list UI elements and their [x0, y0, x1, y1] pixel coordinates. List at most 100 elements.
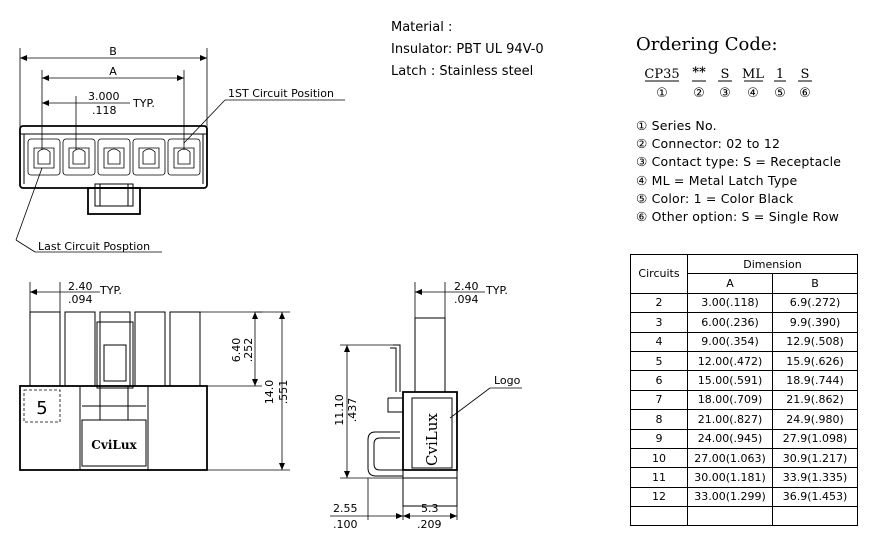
- top-view: B A 3.000 .118 TYP.: [15, 45, 345, 253]
- legend-connector: ② Connector: 02 to 12: [636, 136, 781, 152]
- side-height-in: .437: [346, 398, 359, 423]
- code-part-latch: ML: [742, 67, 764, 82]
- material-latch: Latch : Stainless steel: [391, 64, 533, 79]
- cell-b: 21.9(.862): [772, 389, 858, 411]
- cell-a: 24.00(.945): [687, 428, 773, 449]
- cell-a: 33.00(1.299): [687, 486, 773, 508]
- cell-b: 18.9(.744): [772, 370, 858, 391]
- circuit-number-mark: 5: [36, 398, 47, 419]
- front-dim2-mm: 14.0: [263, 380, 276, 405]
- cell-circuits: 10: [630, 447, 688, 469]
- legend-series: ① Series No.: [636, 118, 717, 133]
- legend-contact: ③ Contact type: S = Receptacle: [636, 154, 842, 170]
- cell-b: [772, 506, 858, 527]
- ordering-code: CP35 ** S ML 1 S ① ② ③ ④ ⑤ ⑥: [644, 65, 812, 101]
- legend-option: ⑥ Other option: S = Single Row: [636, 209, 840, 225]
- pitch-mm: 3.000: [88, 90, 120, 103]
- side-top-in: .094: [454, 293, 479, 306]
- code-part-series: CP35: [644, 67, 679, 82]
- front-pitch-in: .094: [68, 293, 93, 306]
- code-part-connector: **: [692, 65, 706, 80]
- pitch-in: .118: [92, 104, 117, 117]
- cell-circuits: 4: [630, 331, 688, 352]
- cell-b: 27.9(1.098): [772, 428, 858, 449]
- side-height-mm: 11.10: [333, 394, 346, 426]
- material-label: Material :: [391, 20, 452, 35]
- front-view: 2.40 .094 TYP. 5 CviLux: [19, 280, 290, 471]
- header-b: B: [772, 273, 858, 294]
- code-num-4: ④: [747, 86, 759, 101]
- cell-circuits: 9: [630, 428, 688, 449]
- side-bottom1-in: .100: [333, 518, 358, 531]
- material-insulator: Insulator: PBT UL 94V-0: [391, 42, 544, 57]
- ordering-title: Ordering Code:: [636, 34, 778, 55]
- cell-circuits: 5: [630, 350, 688, 372]
- cell-a: 27.00(1.063): [687, 447, 773, 469]
- side-top-mm: 2.40: [454, 280, 479, 293]
- first-circuit-label: 1ST Circuit Position: [228, 87, 334, 100]
- side-logo: CviLux: [423, 413, 441, 466]
- cell-b: 9.9(.390): [772, 312, 858, 333]
- dim-b-label: B: [109, 45, 117, 58]
- dim-a-label: A: [109, 65, 117, 78]
- header-dimension: Dimension: [687, 253, 858, 275]
- code-num-2: ②: [693, 86, 705, 101]
- front-dim1-in: .252: [242, 338, 255, 363]
- side-bottom2-mm: 5.3: [421, 502, 439, 515]
- front-pitch-mm: 2.40: [68, 280, 93, 293]
- cell-b: 6.9(.272): [772, 292, 858, 314]
- header-circuits: Circuits: [630, 254, 688, 294]
- header-a: A: [687, 273, 773, 294]
- cell-b: 15.9(.626): [772, 350, 858, 372]
- side-bottom1-mm: 2.55: [333, 502, 358, 515]
- cell-a: 18.00(.709): [687, 389, 773, 411]
- cell-a: [687, 506, 773, 527]
- side-top-typ: TYP.: [485, 284, 508, 297]
- cell-b: 33.9(1.335): [772, 467, 858, 488]
- legend-color: ⑤ Color: 1 = Color Black: [636, 190, 794, 206]
- cell-a: 15.00(.591): [687, 370, 773, 391]
- code-num-1: ①: [656, 86, 668, 101]
- side-bottom2-in: .209: [417, 518, 442, 531]
- cell-b: 36.9(1.453): [772, 486, 858, 508]
- code-part-option: S: [801, 67, 810, 82]
- code-part-contact: S: [721, 67, 730, 82]
- cell-a: 30.00(1.181): [687, 467, 773, 488]
- cell-a: 12.00(.472): [687, 350, 773, 372]
- cell-a: 6.00(.236): [687, 312, 773, 333]
- front-dim1-mm: 6.40: [230, 338, 243, 363]
- code-num-3: ③: [719, 86, 731, 101]
- cell-b: 12.9(.508): [772, 331, 858, 352]
- ordering-code-panel: Ordering Code: ① Series No. ② Connector:…: [636, 34, 876, 226]
- cell-a: 21.00(.827): [687, 409, 773, 430]
- cell-circuits: 12: [630, 486, 688, 508]
- table-row: [630, 506, 858, 527]
- cell-circuits: 6: [630, 370, 688, 391]
- legend-latch: ④ ML = Metal Latch Type: [636, 172, 798, 188]
- front-logo: CviLux: [91, 438, 137, 452]
- front-pitch-typ: TYP.: [99, 284, 122, 297]
- pitch-typ: TYP.: [132, 97, 155, 110]
- last-circuit-label: Last Circuit Posption: [38, 240, 150, 253]
- cell-circuits: [630, 506, 688, 527]
- cell-a: 9.00(.354): [687, 331, 773, 352]
- side-view: 2.40 .094 TYP. CviLux Logo 11.10 .437: [330, 280, 522, 531]
- code-part-color: 1: [776, 67, 784, 82]
- cell-circuits: 3: [630, 312, 688, 333]
- code-num-6: ⑥: [799, 86, 811, 101]
- cell-circuits: 8: [630, 409, 688, 430]
